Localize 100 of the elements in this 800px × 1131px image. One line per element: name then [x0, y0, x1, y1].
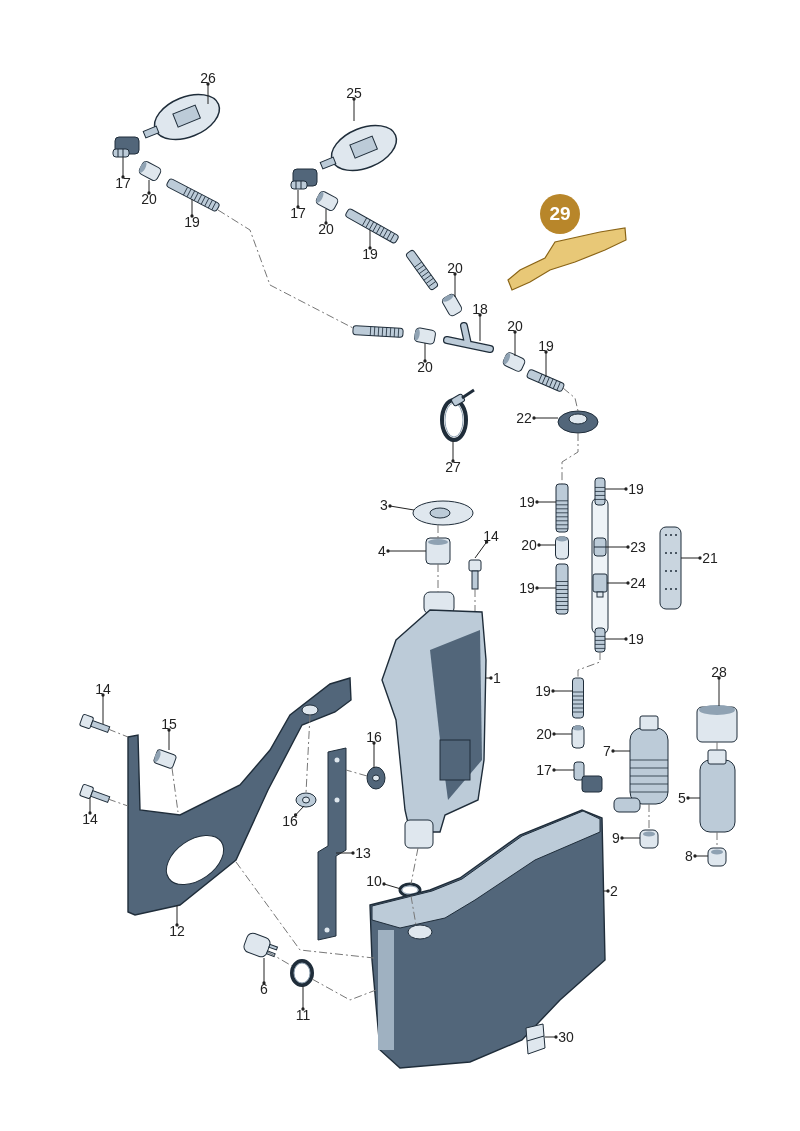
- callout-number: 19: [534, 683, 552, 699]
- hose: [352, 325, 404, 338]
- leader-line: [262, 957, 266, 985]
- seal-ring: [290, 959, 314, 987]
- callout-number: 20: [416, 359, 434, 375]
- level-sensor: [241, 931, 278, 959]
- callout-number: 20: [446, 260, 464, 276]
- assembly-line: [437, 524, 439, 539]
- callout-number: 1: [492, 670, 502, 686]
- washer-nozzle: [142, 93, 221, 141]
- assembly-line: [716, 741, 718, 751]
- leader-line: [296, 189, 300, 209]
- hose-sleeve: [571, 725, 585, 749]
- leader-line: [611, 749, 631, 753]
- callout-number: 19: [518, 494, 536, 510]
- hose-connector: [593, 537, 607, 557]
- grommet: [707, 847, 727, 867]
- callout-number: 27: [444, 459, 462, 475]
- callout-number: 26: [199, 70, 217, 86]
- leader-line: [175, 904, 179, 927]
- callout-number: 20: [535, 726, 553, 742]
- assembly-line: [410, 895, 417, 926]
- callout-number: 11: [294, 1007, 312, 1023]
- elbow-connector: [573, 761, 603, 793]
- assembly-line: [345, 769, 368, 777]
- leader-line: [101, 693, 105, 725]
- leader-line: [513, 330, 517, 357]
- hose-sleeve: [555, 536, 569, 560]
- leader-line: [368, 229, 372, 250]
- assembly-line: [648, 803, 650, 831]
- bolt: [78, 783, 111, 803]
- spacer-bush: [152, 748, 178, 770]
- assembly-line: [171, 767, 179, 813]
- leader-line: [535, 586, 557, 590]
- hose-connector: [112, 136, 140, 158]
- leader-line: [544, 1035, 558, 1039]
- leader-line: [478, 313, 482, 342]
- callout-number: 17: [289, 205, 307, 221]
- callout-number: 28: [710, 664, 728, 680]
- callout-number: 6: [259, 981, 269, 997]
- part-number-badge: 29: [540, 194, 580, 234]
- hose: [555, 483, 569, 533]
- assembly-line: [107, 798, 129, 807]
- leader-line: [388, 504, 415, 511]
- leader-line: [605, 545, 630, 549]
- leader-line: [686, 796, 701, 800]
- assembly-line: [267, 951, 293, 967]
- callout-number: 25: [345, 85, 363, 101]
- callout-number: 9: [611, 830, 621, 846]
- callout-number: 20: [520, 537, 538, 553]
- assembly-line: [437, 563, 439, 593]
- callout-number: 19: [627, 481, 645, 497]
- callout-number: 14: [94, 681, 112, 697]
- callout-number: 20: [506, 318, 524, 334]
- leader-line: [606, 581, 630, 585]
- leader-line: [552, 768, 575, 772]
- hose-clamp: [440, 388, 475, 442]
- callout-number: 19: [537, 338, 555, 354]
- assembly-line: [577, 651, 601, 679]
- washer-pump: [613, 715, 669, 813]
- leader-line: [324, 208, 328, 225]
- callout-number: 14: [81, 811, 99, 827]
- assembly-line: [235, 861, 375, 959]
- assembly-line: [107, 728, 129, 738]
- seal-ring: [398, 882, 422, 898]
- assembly-line: [561, 432, 579, 485]
- pump-sleeve: [696, 705, 738, 743]
- leader-line: [451, 440, 455, 463]
- leader-line: [485, 676, 493, 680]
- callout-number: 20: [140, 191, 158, 207]
- y-connector: [443, 322, 494, 353]
- leader-line: [535, 500, 557, 504]
- assembly-line: [474, 588, 476, 612]
- leader-line: [544, 350, 548, 378]
- callout-number: 19: [361, 246, 379, 262]
- callout-number: 22: [515, 410, 533, 426]
- leader-line: [717, 676, 721, 707]
- callout-number: 21: [701, 550, 719, 566]
- leader-line: [386, 549, 427, 553]
- leader-line: [532, 416, 559, 420]
- washer-pump: [699, 749, 736, 833]
- hose-sleeve: [413, 326, 437, 346]
- callout-number: 23: [629, 539, 647, 555]
- callout-number: 13: [354, 845, 372, 861]
- mounting-bracket: [127, 677, 352, 916]
- callout-number: 17: [535, 762, 553, 778]
- leader-line: [474, 540, 489, 559]
- leader-line: [352, 97, 356, 122]
- callout-number: 14: [482, 528, 500, 544]
- bolt: [78, 713, 111, 733]
- leader-line: [602, 889, 610, 893]
- leader-line: [552, 732, 573, 736]
- callout-number: 5: [677, 790, 687, 806]
- assembly-line: [410, 847, 419, 885]
- callout-number: 20: [317, 221, 335, 237]
- leader-line: [620, 836, 641, 840]
- hose: [594, 627, 606, 653]
- nut: [366, 766, 386, 790]
- leader-line: [423, 342, 427, 363]
- leader-line: [453, 272, 457, 298]
